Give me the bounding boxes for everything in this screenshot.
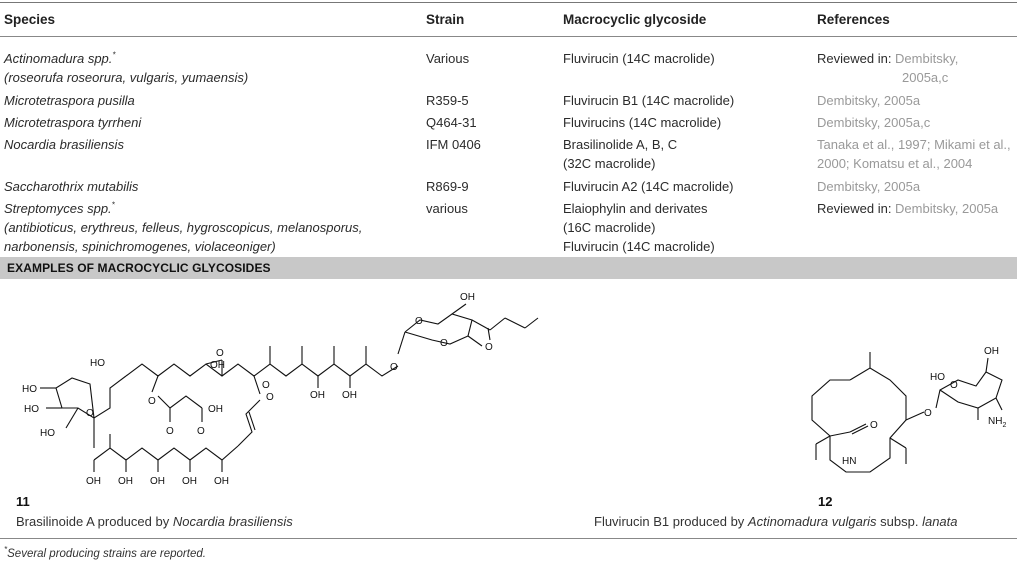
species-cell: Nocardia brasiliensis: [4, 137, 124, 152]
section-header-bar: EXAMPLES OF MACROCYCLIC GLYCOSIDES: [0, 257, 1017, 279]
header-glycoside: Macrocyclic glycoside: [563, 12, 707, 27]
glycoside-cell: Fluvirucin B1 (14C macrolide): [563, 93, 735, 108]
references-cell: Reviewed in: Dembitsky, 2005a,c: [817, 51, 959, 85]
oxygen-label: O: [870, 420, 878, 431]
strain-cell: Q464-31: [426, 115, 477, 130]
header-strain: Strain: [426, 12, 465, 27]
header-rule: [0, 36, 1017, 37]
oxygen-label: O: [86, 408, 94, 419]
hydroxyl-label: OH: [342, 390, 357, 401]
table-top-rule: [0, 2, 1017, 3]
hydroxyl-label: OH: [210, 360, 225, 371]
reference-link[interactable]: 2005a,c: [902, 70, 949, 85]
compound-caption: Brasilinoide A produced by Nocardia bras…: [16, 514, 293, 529]
oxygen-label: O: [148, 396, 156, 407]
species-cell: Actinomadura spp.* (roseorufa roseorura,…: [4, 50, 249, 85]
oxygen-label: O: [485, 342, 493, 353]
hydroxyl-label: HO: [24, 404, 39, 415]
reference-link[interactable]: Dembitsky, 2005a,c: [817, 115, 931, 130]
references-cell[interactable]: Tanaka et al., 1997; Mikami et al.,2000;…: [817, 137, 1011, 171]
structure-11-drawing: OH O O O O OH OH O OH HO O O O OH O O OH…: [22, 292, 539, 487]
reference-link[interactable]: Dembitsky, 2005a: [817, 93, 921, 108]
oxygen-label: O: [924, 408, 932, 419]
strain-cell: various: [426, 201, 468, 216]
strain-cell: Various: [426, 51, 470, 66]
reference-link[interactable]: Dembitsky, 2005a: [817, 179, 921, 194]
reference-link[interactable]: Dembitsky, 2005a: [895, 201, 999, 216]
section-title: EXAMPLES OF MACROCYCLIC GLYCOSIDES: [7, 261, 271, 275]
reference-link[interactable]: Dembitsky,: [895, 51, 959, 66]
compound-number: 11: [16, 494, 30, 509]
strain-cell: IFM 0406: [426, 137, 481, 152]
hydroxyl-label: OH: [208, 404, 223, 415]
hydroxyl-label: OH: [310, 390, 325, 401]
species-cell: Streptomyces spp.* (antibioticus, erythr…: [4, 200, 363, 254]
oxygen-label: O: [266, 392, 274, 403]
glycoside-cell: Elaiophylin and derivates(16C macrolide)…: [563, 201, 715, 254]
strain-cell: R359-5: [426, 93, 469, 108]
amide-nh-label: HN: [842, 456, 856, 467]
header-species: Species: [4, 12, 56, 27]
structure-12-drawing: O HN O OH HO O NH2: [811, 346, 1006, 473]
oxygen-label: O: [390, 362, 398, 373]
references-cell: Reviewed in: Dembitsky, 2005a: [817, 201, 999, 216]
hydroxyl-label: HO: [22, 384, 37, 395]
glycoside-cell: Brasilinolide A, B, C(32C macrolide): [563, 137, 678, 171]
footnote-marker: *: [112, 50, 116, 60]
hydroxyl-label: HO: [90, 358, 105, 369]
footnote-marker: *: [111, 200, 115, 210]
oxygen-label: O: [216, 348, 224, 359]
strain-cell: R869-9: [426, 179, 469, 194]
oxygen-label: O: [950, 380, 958, 391]
hydroxyl-label: HO: [40, 428, 55, 439]
footnote-marker: *: [4, 545, 8, 555]
table-bottom-rule: [0, 538, 1017, 539]
oxygen-label: O: [166, 426, 174, 437]
oxygen-label: O: [197, 426, 205, 437]
glycoside-cell: Fluvirucins (14C macrolide): [563, 115, 722, 130]
hydroxyl-label: HO: [930, 372, 945, 383]
species-cell: Microtetraspora tyrrheni: [4, 115, 142, 130]
hydroxyl-label: OH: [150, 476, 165, 487]
hydroxyl-label: OH: [182, 476, 197, 487]
glycoside-cell: Fluvirucin (14C macrolide): [563, 51, 715, 66]
header-references: References: [817, 12, 890, 27]
hydroxyl-label: OH: [118, 476, 133, 487]
oxygen-label: O: [440, 338, 448, 349]
species-cell: Microtetraspora pusilla: [4, 93, 135, 108]
footnote: *Several producing strains are reported.: [4, 545, 206, 560]
hydroxyl-label: OH: [984, 346, 999, 357]
compound-caption: Fluvirucin B1 produced by Actinomadura v…: [594, 514, 958, 529]
hydroxyl-label: OH: [86, 476, 101, 487]
hydroxyl-label: OH: [214, 476, 229, 487]
glycoside-cell: Fluvirucin A2 (14C macrolide): [563, 179, 734, 194]
oxygen-label: O: [415, 316, 423, 327]
hydroxyl-label: OH: [460, 292, 475, 303]
species-cell: Saccharothrix mutabilis: [4, 179, 139, 194]
compound-number: 12: [818, 494, 833, 509]
amine-label: NH2: [988, 416, 1006, 429]
oxygen-label: O: [262, 380, 270, 391]
